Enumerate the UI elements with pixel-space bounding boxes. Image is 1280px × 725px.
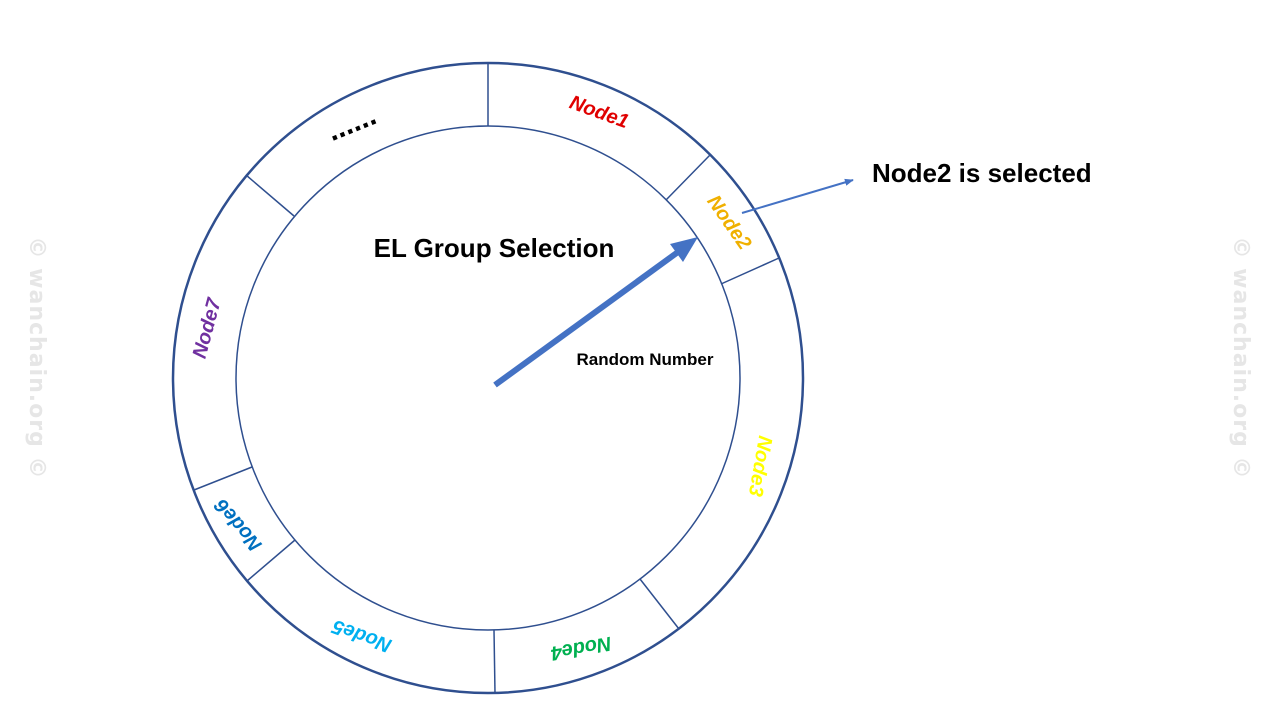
node-label-5: Node5 (329, 615, 395, 657)
inner-ring (235, 125, 741, 631)
pointer-arrow-head (670, 237, 698, 262)
node-label-6: Node6 (210, 494, 267, 556)
watermark-left: © wanchain.org © (24, 237, 49, 480)
selection-callout-arrow (741, 178, 854, 214)
divider-6 (246, 539, 296, 582)
pointer-arrow-shaft (493, 249, 680, 388)
node-label-4: Node4 (549, 632, 613, 664)
divider-7 (193, 466, 253, 491)
node-label-7: Node7 (189, 295, 226, 361)
divider-5 (493, 629, 496, 694)
watermark-right: © wanchain.org © (1228, 237, 1253, 480)
divider-4 (639, 578, 680, 630)
selection-result-label: Node2 is selected (872, 158, 1092, 188)
segment-dividers (193, 63, 780, 694)
divider-8 (245, 174, 295, 217)
node-label-3: Node3 (744, 434, 776, 498)
pointer-label: Random Number (577, 350, 714, 369)
diagram-title: EL Group Selection (374, 233, 615, 263)
divider-2 (665, 154, 711, 201)
divider-3 (720, 257, 780, 285)
node-label-1: Node1 (567, 92, 632, 134)
